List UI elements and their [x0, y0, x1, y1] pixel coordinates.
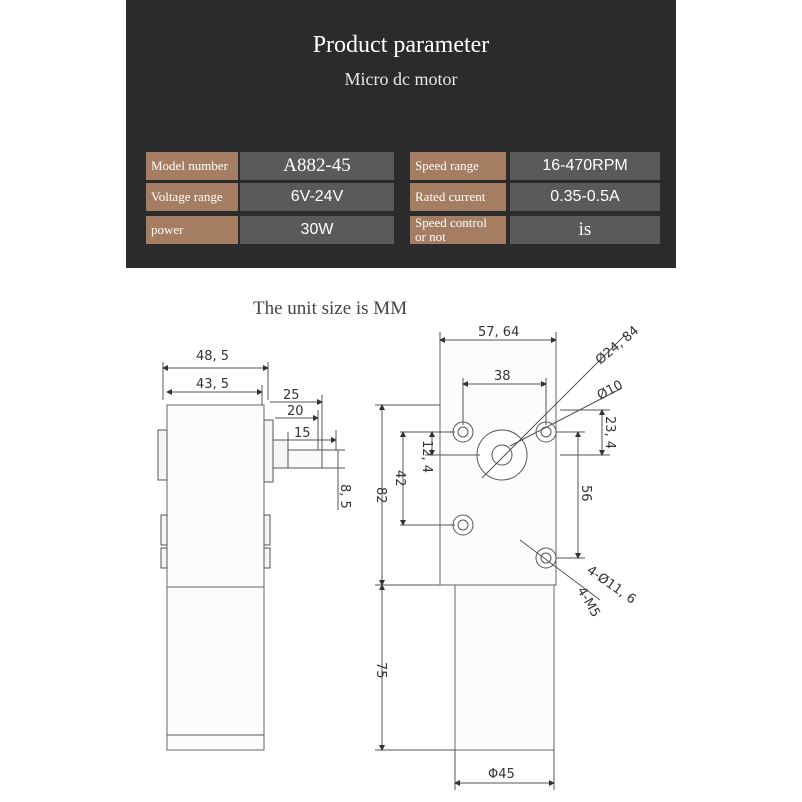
side-dim-15: 15	[294, 426, 311, 441]
front-dim-phi45: Φ45	[488, 767, 515, 782]
side-dim-8-5: 8, 5	[337, 484, 352, 509]
front-dim-57-64: 57, 64	[478, 325, 519, 340]
speed-range-label: Speed range	[410, 152, 506, 180]
rated-current-label: Rated current	[410, 183, 506, 211]
parameter-panel: Product parameter Micro dc motor Model n…	[126, 0, 676, 268]
panel-title: Product parameter	[312, 32, 490, 58]
front-view	[375, 332, 626, 790]
rated-current-value: 0.35-0.5A	[510, 183, 660, 211]
model-number-label: Model number	[146, 152, 238, 180]
front-dim-82: 82	[373, 487, 388, 504]
side-dim-25: 25	[283, 388, 300, 403]
speed-control-label: Speed control or not	[410, 216, 506, 244]
side-dim-43-5: 43, 5	[196, 377, 229, 392]
front-dim-12-4: 12, 4	[419, 440, 434, 473]
voltage-range-label: Voltage range	[146, 183, 238, 211]
model-number-value: A882-45	[240, 152, 394, 180]
voltage-range-value: 6V-24V	[240, 183, 394, 211]
front-dim-phi10: Ø10	[595, 378, 626, 404]
panel-subtitle: Micro dc motor	[344, 69, 458, 89]
speed-range-value: 16-470RPM	[510, 152, 660, 180]
front-dim-42: 42	[392, 470, 407, 487]
unit-note: The unit size is MM	[253, 298, 408, 319]
front-dim-23-4: 23, 4	[602, 416, 617, 449]
side-dim-20: 20	[287, 404, 304, 419]
power-label: power	[146, 216, 238, 244]
front-dim-56: 56	[578, 485, 593, 502]
front-dim-phi24-84: Ø24, 84	[593, 323, 642, 368]
side-dim-48-5: 48, 5	[196, 349, 229, 364]
speed-control-label-line1: Speed control	[415, 216, 487, 230]
speed-control-label-line2: or not	[415, 229, 446, 244]
front-dim-75: 75	[373, 662, 388, 679]
power-value: 30W	[240, 216, 394, 244]
side-view	[157, 362, 345, 751]
front-dim-4m5: 4-M5	[574, 585, 603, 621]
front-dim-38: 38	[494, 369, 511, 384]
speed-control-value: is	[510, 216, 660, 244]
